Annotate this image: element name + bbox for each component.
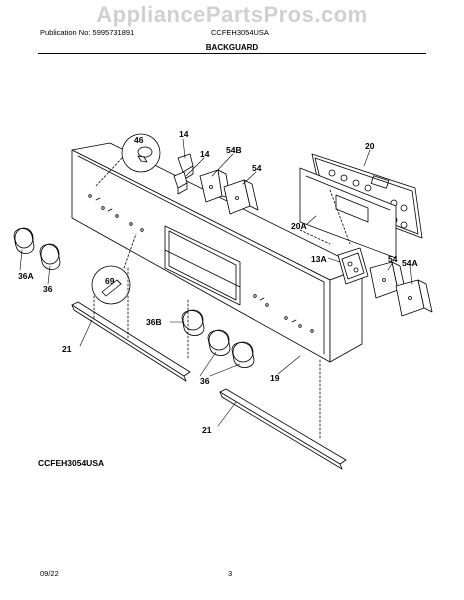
part-label-36a: 36A [18, 271, 34, 281]
part-label-54-upper: 54 [252, 163, 262, 173]
trim-strip-right [219, 388, 347, 470]
part-label-54b: 54B [226, 145, 242, 155]
model-number: CCFEH3054USA [211, 28, 269, 37]
diagram-code: CCFEH3054USA [38, 458, 105, 468]
knob-36b [181, 309, 205, 336]
part-label-54a: 54A [402, 258, 418, 268]
publication-number: Publication No: 5995731891 [40, 28, 135, 37]
watermark-text: AppliancePartsPros.com [96, 2, 368, 27]
clip-lower [173, 171, 188, 195]
knob-36-left [39, 243, 61, 270]
header-divider [38, 53, 426, 54]
part-label-19: 19 [270, 373, 280, 383]
leader-lines [19, 138, 413, 427]
switch-54a [395, 279, 433, 317]
switch-54-upper [223, 179, 259, 215]
backguard-panel [71, 142, 363, 363]
part-label-36b: 36B [146, 317, 162, 327]
part-label-21-left: 21 [62, 344, 72, 354]
knob-36-right [231, 341, 255, 368]
knob-36-middle [207, 329, 231, 356]
part-label-20a: 20A [291, 221, 307, 231]
part-label-14-lower: 14 [200, 149, 210, 159]
part-label-36-right: 36 [200, 376, 210, 386]
detail-circle-69 [91, 233, 137, 305]
part-label-13a: 13A [311, 254, 327, 264]
clip-upper [177, 153, 194, 181]
footer-date: 09/22 [40, 569, 59, 578]
alignment-lines [93, 189, 351, 441]
part-label-21-right: 21 [202, 425, 212, 435]
section-title: BACKGUARD [205, 43, 259, 52]
part-label-20: 20 [365, 141, 375, 151]
part-label-14-upper: 14 [179, 129, 189, 139]
page-number: 3 [228, 569, 233, 578]
part-label-36-left: 36 [43, 284, 53, 294]
part-label-54-lower: 54 [388, 254, 398, 264]
switch-54b [199, 169, 231, 203]
trim-strip-left [71, 301, 191, 382]
part-label-69: 69 [105, 276, 115, 286]
detail-circle-46 [95, 133, 161, 187]
touch-overlay [299, 167, 397, 259]
part-label-46: 46 [134, 135, 144, 145]
knob-36a [13, 227, 35, 254]
switch-13a [337, 247, 369, 285]
